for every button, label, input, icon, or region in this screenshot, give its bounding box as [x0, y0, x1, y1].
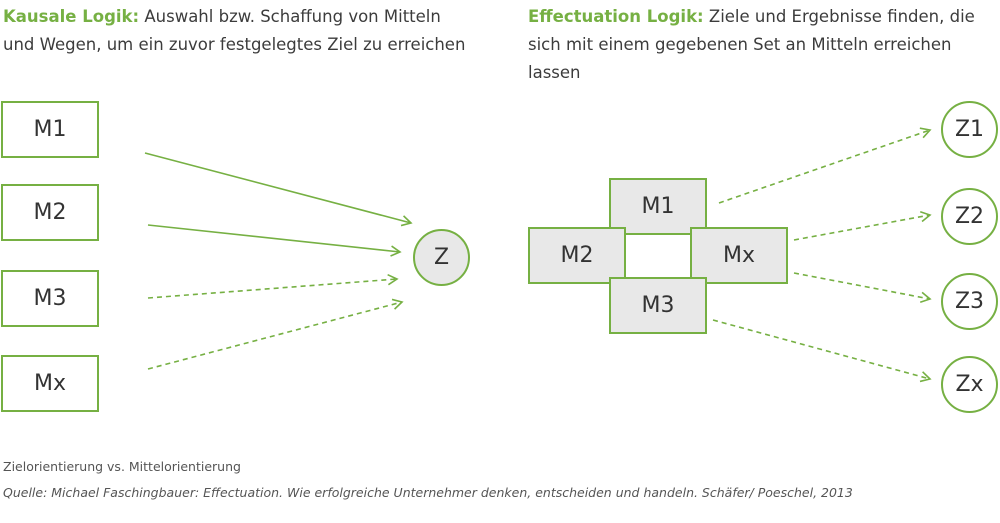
effectuation-means-mx: Mx	[690, 227, 788, 284]
source-citation: Quelle: Michael Faschingbauer: Effectuat…	[3, 485, 853, 500]
causal-goal-z: Z	[413, 229, 470, 286]
effectuation-means-m1: M1	[609, 178, 707, 235]
causal-means-m1: M1	[1, 101, 99, 158]
causal-logic-title: Kausale Logik:	[3, 7, 140, 26]
effectuation-logic-title: Effectuation Logik:	[528, 7, 704, 26]
arrow-m2-to-z	[147, 224, 402, 257]
arrow-m3-to-zx	[712, 319, 932, 383]
arrow-m1-to-z	[144, 152, 413, 227]
effectuation-means-m3: M3	[609, 277, 707, 334]
effectuation-logic-description: Ziele und Ergebnisse finden, die sich mi…	[528, 7, 975, 82]
effectuation-goal-z3: Z3	[941, 273, 998, 330]
arrow-mx-to-z3	[793, 272, 932, 303]
causal-means-m3: M3	[1, 270, 99, 327]
causal-means-mx: Mx	[1, 355, 99, 412]
arrow-m3-to-z	[147, 273, 399, 299]
arrow-mx-to-z2	[793, 210, 932, 241]
effectuation-means-m2: M2	[528, 227, 626, 284]
effectuation-goal-z2: Z2	[941, 188, 998, 245]
figure-caption: Zielorientierung vs. Mittelorientierung	[3, 459, 241, 474]
arrow-m1-to-z1	[718, 127, 932, 204]
causal-logic-description: Auswahl bzw. Schaffung von Mitteln und W…	[3, 7, 466, 54]
effectuation-goal-z1: Z1	[941, 101, 998, 158]
arrow-mx-to-z	[147, 298, 404, 370]
causal-logic-heading: Kausale Logik: Auswahl bzw. Schaffung vo…	[3, 3, 473, 59]
effectuation-logic-heading: Effectuation Logik: Ziele und Ergebnisse…	[528, 3, 998, 87]
causal-means-m2: M2	[1, 184, 99, 241]
effectuation-goal-zx: Zx	[941, 356, 998, 413]
